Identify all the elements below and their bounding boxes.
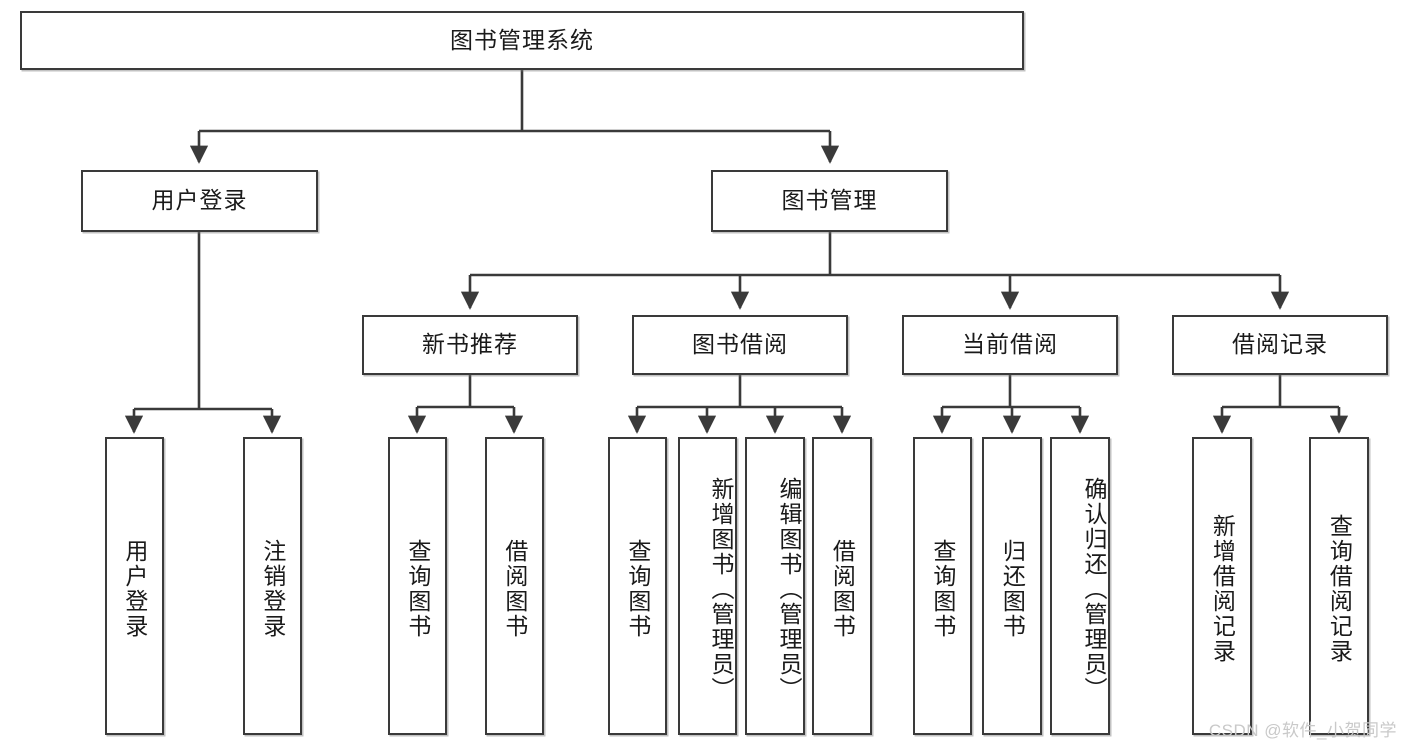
node-label: 图书借阅 [692,331,788,358]
node-label: 确认归还（管理员） [1081,476,1107,702]
leaf-query-book-borrow[interactable]: 查询图书 [608,437,667,735]
leaf-query-book-current[interactable]: 查询图书 [913,437,972,735]
node-user-login[interactable]: 用户登录 [81,170,318,232]
node-label: 查询借阅记录 [1326,514,1353,664]
node-label: 新增图书（管理员） [708,476,734,702]
node-label: 编辑图书（管理员） [776,476,802,702]
node-label: 图书管理系统 [450,26,594,53]
node-label: 查询图书 [404,539,431,639]
leaf-query-book-recommend[interactable]: 查询图书 [388,437,447,735]
node-label: 当前借阅 [962,331,1058,358]
node-borrow-record[interactable]: 借阅记录 [1172,315,1388,375]
csdn-watermark: CSDN @软件_小贺同学 [1208,721,1397,740]
leaf-logout[interactable]: 注销登录 [243,437,302,735]
node-label: 查询图书 [624,539,651,639]
leaf-user-login[interactable]: 用户登录 [105,437,164,735]
node-label: 用户登录 [121,539,148,639]
node-label: 归还图书 [999,539,1026,639]
leaf-add-book-admin[interactable]: 新增图书（管理员） [678,437,737,735]
leaf-query-borrow-record[interactable]: 查询借阅记录 [1309,437,1369,735]
leaf-edit-book-admin[interactable]: 编辑图书（管理员） [745,437,805,735]
leaf-confirm-return-admin[interactable]: 确认归还（管理员） [1050,437,1110,735]
node-label: 借阅图书 [829,539,856,639]
leaf-add-borrow-record[interactable]: 新增借阅记录 [1192,437,1252,735]
node-label: 新增借阅记录 [1209,514,1236,664]
node-label: 新书推荐 [422,331,518,358]
node-label: 查询图书 [929,539,956,639]
node-label: 图书管理 [781,187,878,214]
node-book-management[interactable]: 图书管理 [711,170,948,232]
node-new-book-recommend[interactable]: 新书推荐 [362,315,578,375]
node-label: 借阅记录 [1232,331,1328,358]
leaf-borrow-book-recommend[interactable]: 借阅图书 [485,437,544,735]
leaf-return-book[interactable]: 归还图书 [982,437,1042,735]
node-book-borrow[interactable]: 图书借阅 [632,315,848,375]
node-label: 用户登录 [151,187,248,214]
leaf-borrow-book[interactable]: 借阅图书 [812,437,872,735]
node-current-borrow[interactable]: 当前借阅 [902,315,1118,375]
node-label: 借阅图书 [501,539,528,639]
node-label: 注销登录 [259,539,286,639]
node-root-system[interactable]: 图书管理系统 [20,11,1024,70]
